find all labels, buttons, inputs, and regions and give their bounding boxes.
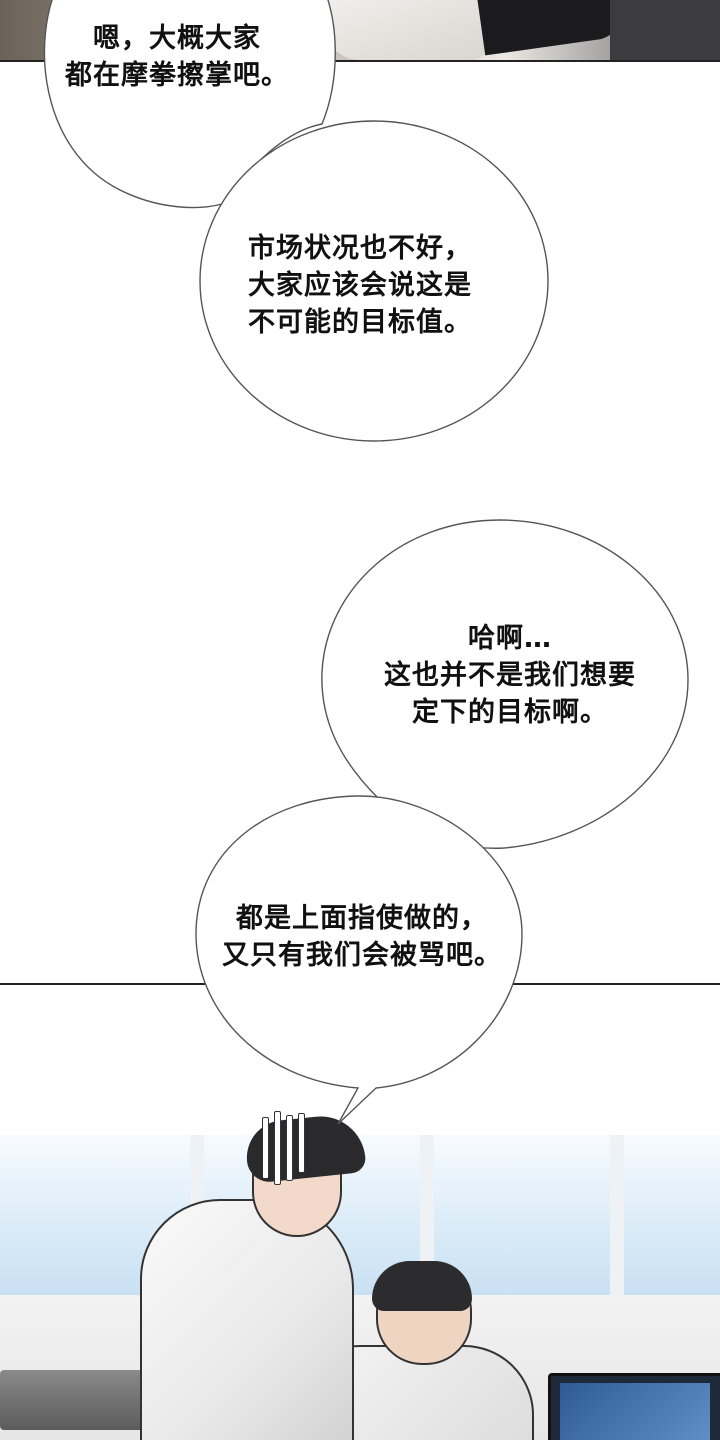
dark-background-area bbox=[610, 0, 720, 60]
window-frame bbox=[420, 1135, 434, 1295]
gloom-lines-icon bbox=[274, 1111, 281, 1185]
dialogue-line: 大家应该会说这是 bbox=[248, 270, 472, 301]
dialogue-text-4: 都是上面指使做的， 又只有我们会被骂吧。 bbox=[212, 900, 512, 974]
printer bbox=[0, 1370, 150, 1430]
dialogue-line: 哈啊… bbox=[468, 623, 552, 654]
seated-colleague-hair bbox=[372, 1261, 472, 1311]
shirt-sleeve bbox=[320, 0, 491, 60]
monitor-screen bbox=[560, 1383, 710, 1440]
gloom-lines-icon bbox=[286, 1115, 293, 1181]
window-frame bbox=[610, 1135, 624, 1295]
dialogue-line: 都是上面指使做的， bbox=[236, 903, 488, 934]
dialogue-line: 定下的目标啊。 bbox=[412, 697, 608, 728]
gloom-lines-icon bbox=[298, 1113, 305, 1173]
standing-man-body bbox=[140, 1199, 354, 1440]
dialogue-text-1: 嗯，大概大家 都在摩拳擦掌吧。 bbox=[62, 20, 292, 94]
dialogue-line: 都在摩拳擦掌吧。 bbox=[65, 60, 289, 91]
dialogue-line: 这也并不是我们想要 bbox=[384, 660, 636, 691]
dialogue-line: 又只有我们会被骂吧。 bbox=[222, 940, 502, 971]
dialogue-line: 市场状况也不好， bbox=[248, 233, 472, 264]
dialogue-text-3: 哈啊… 这也并不是我们想要 定下的目标啊。 bbox=[360, 620, 660, 731]
dialogue-text-2: 市场状况也不好， 大家应该会说这是 不可能的目标值。 bbox=[248, 230, 518, 341]
dialogue-line: 不可能的目标值。 bbox=[248, 307, 472, 338]
gloom-lines-icon bbox=[262, 1117, 269, 1179]
bottom-panel-illustration bbox=[0, 983, 720, 1440]
dark-device bbox=[476, 0, 624, 56]
dialogue-line: 嗯，大概大家 bbox=[93, 23, 261, 54]
